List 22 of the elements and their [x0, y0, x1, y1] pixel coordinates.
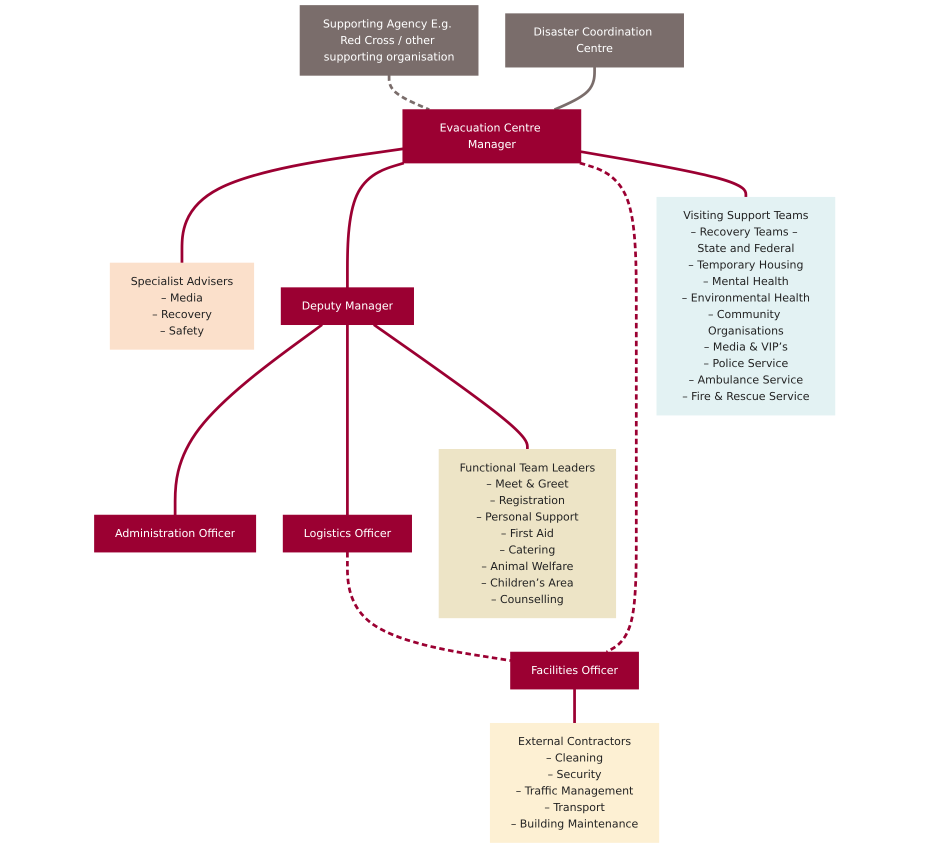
- node-box: Logistics Officer: [283, 514, 412, 552]
- connector: [174, 324, 324, 516]
- node-box: Visiting Support Teams – Recovery Teams – State and Federal – Temporary Housing – Mental Health – Environmental Health – Community Organisations – Media & VIP’s – Police Service – Ambulance Service – Fire & Rescue Service: [656, 196, 836, 416]
- node-box: External Contractors – Cleaning – Security – Traffic Management – Transport – Building Maintenance: [490, 722, 660, 843]
- connector: [346, 324, 350, 516]
- connector: [554, 67, 596, 111]
- node-box: Functional Team Leaders – Meet & Greet – Registration – Personal Support – First Aid – Catering – Animal Welfare – Children’s Area – Counselling: [439, 449, 616, 618]
- connector: [388, 75, 430, 111]
- node-box: Evacuation Centre Manager: [402, 109, 582, 164]
- connector: [346, 162, 405, 288]
- connector: [373, 324, 530, 450]
- node-box: Facilities Officer: [510, 652, 640, 690]
- connector: [180, 148, 404, 264]
- node-box: Supporting Agency E.g. Red Cross / other supporting organisation: [300, 5, 479, 76]
- node-box: Deputy Manager: [281, 287, 414, 326]
- node-box: Specialist Advisers – Media – Recovery – Safety: [110, 262, 254, 350]
- node-box: Disaster Coordination Centre: [506, 13, 684, 68]
- connector: [573, 689, 576, 724]
- connector: [580, 150, 748, 198]
- node-box: Administration Officer: [94, 514, 256, 552]
- connector: [580, 162, 638, 654]
- connector: [346, 552, 512, 662]
